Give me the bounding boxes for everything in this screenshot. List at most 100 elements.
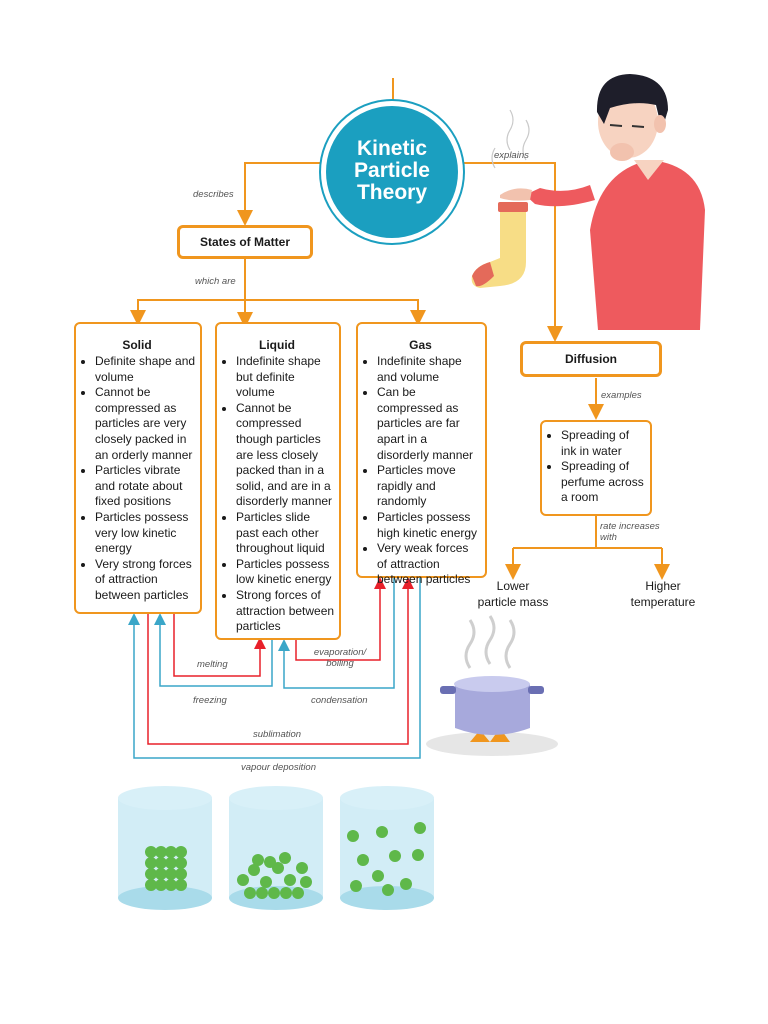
particle <box>414 822 426 834</box>
particle <box>165 857 177 869</box>
liquid-points: Indefinite shape but definite volume Can… <box>219 354 335 635</box>
particle <box>260 876 272 888</box>
freezing-arrow <box>154 613 273 687</box>
states-of-matter-label: States of Matter <box>199 235 291 249</box>
lower-particle-mass-label: Lower particle mass <box>465 578 561 610</box>
liquid-point: Cannot be compressed though particles ar… <box>236 401 335 510</box>
particle <box>252 854 264 866</box>
evaporation-line: evaporation/ <box>313 647 367 658</box>
title-line: Particle <box>354 159 430 182</box>
title-line: Theory <box>356 181 427 204</box>
examples-label: examples <box>601 390 642 401</box>
particle <box>175 868 187 880</box>
evaporation-arrow <box>295 577 386 661</box>
gas-beaker-illustration <box>340 786 434 910</box>
person-smelling-sock-illustration <box>491 74 705 330</box>
connector-rate <box>512 515 663 574</box>
melting-arrow <box>173 614 266 677</box>
liquid-box: Liquid Indefinite shape but definite vol… <box>215 322 341 640</box>
particle <box>264 856 276 868</box>
solid-points: Definite shape and volume Cannot be comp… <box>78 354 196 604</box>
freezing-label: freezing <box>193 695 227 706</box>
gas-point: Can be compressed as particles are far a… <box>377 385 481 463</box>
kinetic-particle-theory-title: Kinetic Particle Theory <box>326 138 458 204</box>
sock-illustration <box>471 202 528 288</box>
particle <box>256 887 268 899</box>
particle <box>347 830 359 842</box>
particle <box>155 868 167 880</box>
particle <box>165 868 177 880</box>
particle <box>400 878 412 890</box>
kinetic-particle-theory-circle <box>326 106 458 238</box>
particle <box>145 857 157 869</box>
particle <box>280 887 292 899</box>
particle <box>279 852 291 864</box>
particle <box>350 880 362 892</box>
particle <box>296 862 308 874</box>
evaporation-boiling-label: evaporation/ boiling <box>308 647 372 669</box>
connector-describes <box>237 162 322 226</box>
concept-connectors <box>130 78 670 580</box>
melting-label: melting <box>197 659 228 670</box>
explains-label: explains <box>494 150 529 161</box>
solid-point: Particles vibrate and rotate about fixed… <box>95 463 196 510</box>
solid-point: Particles possess very low kinetic energ… <box>95 510 196 557</box>
particle <box>165 846 177 858</box>
particle <box>237 874 249 886</box>
particle <box>155 846 167 858</box>
particle <box>412 849 424 861</box>
particle <box>372 870 384 882</box>
rate-increases-label: rate increases with <box>600 521 660 543</box>
solid-point: Very strong forces of attraction between… <box>95 557 196 604</box>
condensation-arrow <box>278 578 395 689</box>
liquid-point: Indefinite shape but definite volume <box>236 354 335 401</box>
connector-branch <box>137 299 419 320</box>
liquid-point: Particles possess low kinetic energy <box>236 557 335 588</box>
vapour-deposition-label: vapour deposition <box>241 762 316 773</box>
particle <box>389 850 401 862</box>
states-of-matter-box: States of Matter <box>177 225 313 259</box>
diffusion-box: Diffusion <box>520 341 662 377</box>
gas-point: Particles move rapidly and randomly <box>377 463 481 510</box>
gas-point: Particles possess high kinetic energy <box>377 510 481 541</box>
vapour-deposition-arrow <box>128 578 421 759</box>
diffusion-examples-list: Spreading of ink in water Spreading of p… <box>544 428 646 506</box>
gas-point: Indefinite shape and volume <box>377 354 481 385</box>
particle <box>376 826 388 838</box>
factor-line: temperature <box>630 595 696 609</box>
particle <box>268 887 280 899</box>
particle <box>145 846 157 858</box>
evaporation-line: boiling <box>326 658 354 669</box>
particle <box>382 884 394 896</box>
liquid-point: Particles slide past each other througho… <box>236 510 335 557</box>
sublimation-label: sublimation <box>253 729 302 740</box>
particle <box>175 857 187 869</box>
solid-point: Cannot be compressed as particles are ve… <box>95 385 196 463</box>
particle <box>145 868 157 880</box>
particle <box>284 874 296 886</box>
particle <box>165 879 177 891</box>
gas-points: Indefinite shape and volume Can be compr… <box>360 354 481 588</box>
particle <box>357 854 369 866</box>
liquid-beaker-illustration <box>229 786 323 910</box>
particle <box>300 876 312 888</box>
particle <box>175 846 187 858</box>
condensation-label: condensation <box>311 695 368 706</box>
diffusion-label: Diffusion <box>565 352 617 366</box>
state-transition-arrows <box>128 577 421 759</box>
rate-increases-line: rate increases <box>600 521 660 532</box>
diffusion-examples-box: Spreading of ink in water Spreading of p… <box>540 420 652 516</box>
solid-beaker-illustration <box>118 786 212 910</box>
gas-box: Gas Indefinite shape and volume Can be c… <box>356 322 487 586</box>
boiling-pot-illustration <box>426 615 558 756</box>
gas-point: Very weak forces of attraction between p… <box>377 541 481 588</box>
solid-title: Solid <box>122 338 152 352</box>
connector-explains <box>463 162 563 342</box>
particle <box>175 879 187 891</box>
title-line: Kinetic <box>356 137 427 160</box>
liquid-title: Liquid <box>259 338 295 352</box>
gas-title: Gas <box>409 338 432 352</box>
particle <box>244 887 256 899</box>
diffusion-example: Spreading of ink in water <box>561 428 646 459</box>
